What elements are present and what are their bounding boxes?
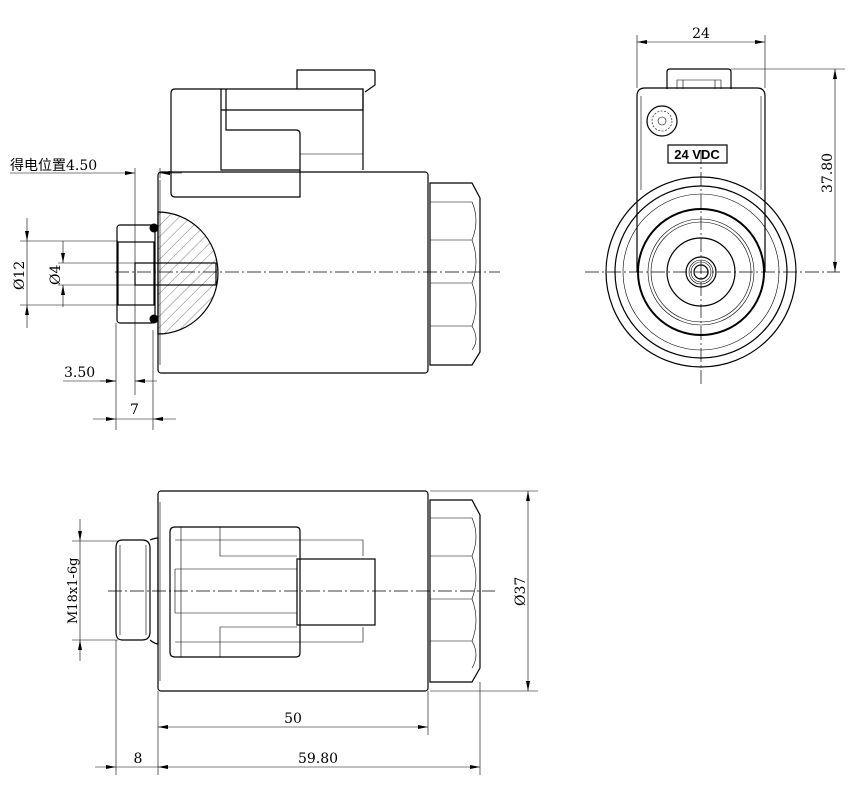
knurled-nut (429, 182, 481, 366)
section-fitting (116, 211, 219, 335)
dim-bore-outer: Ø12 (12, 261, 28, 290)
connector (170, 69, 376, 198)
o-ring (149, 314, 159, 324)
connector (169, 526, 376, 658)
dim-diameter: Ø37 (513, 577, 529, 606)
dim-thread-length: 8 (134, 751, 143, 767)
bottom-view: M18x1-6g Ø37 50 59.80 8 (66, 490, 538, 775)
dim-thread: M18x1-6g (66, 558, 81, 624)
front-view: 得电位置4.50 Ø12 Ø4 3.50 7 (10, 69, 500, 430)
dim-offset: 3.50 (64, 365, 95, 381)
dim-fitting-length: 7 (130, 402, 139, 418)
dim-height: 37.80 (820, 153, 836, 193)
end-view: 24 VDC 24 37.80 (585, 26, 845, 385)
wiring-dial-icon (646, 105, 678, 137)
o-ring (149, 223, 159, 233)
knurled-nut (429, 499, 481, 683)
voltage-label: 24 VDC (674, 147, 720, 162)
dim-body-length: 50 (284, 711, 302, 727)
dim-bore-inner: Ø4 (48, 265, 64, 285)
dim-width: 24 (692, 26, 710, 42)
dim-total-length: 59.80 (298, 751, 338, 767)
energized-position-label: 得电位置4.50 (10, 157, 97, 174)
